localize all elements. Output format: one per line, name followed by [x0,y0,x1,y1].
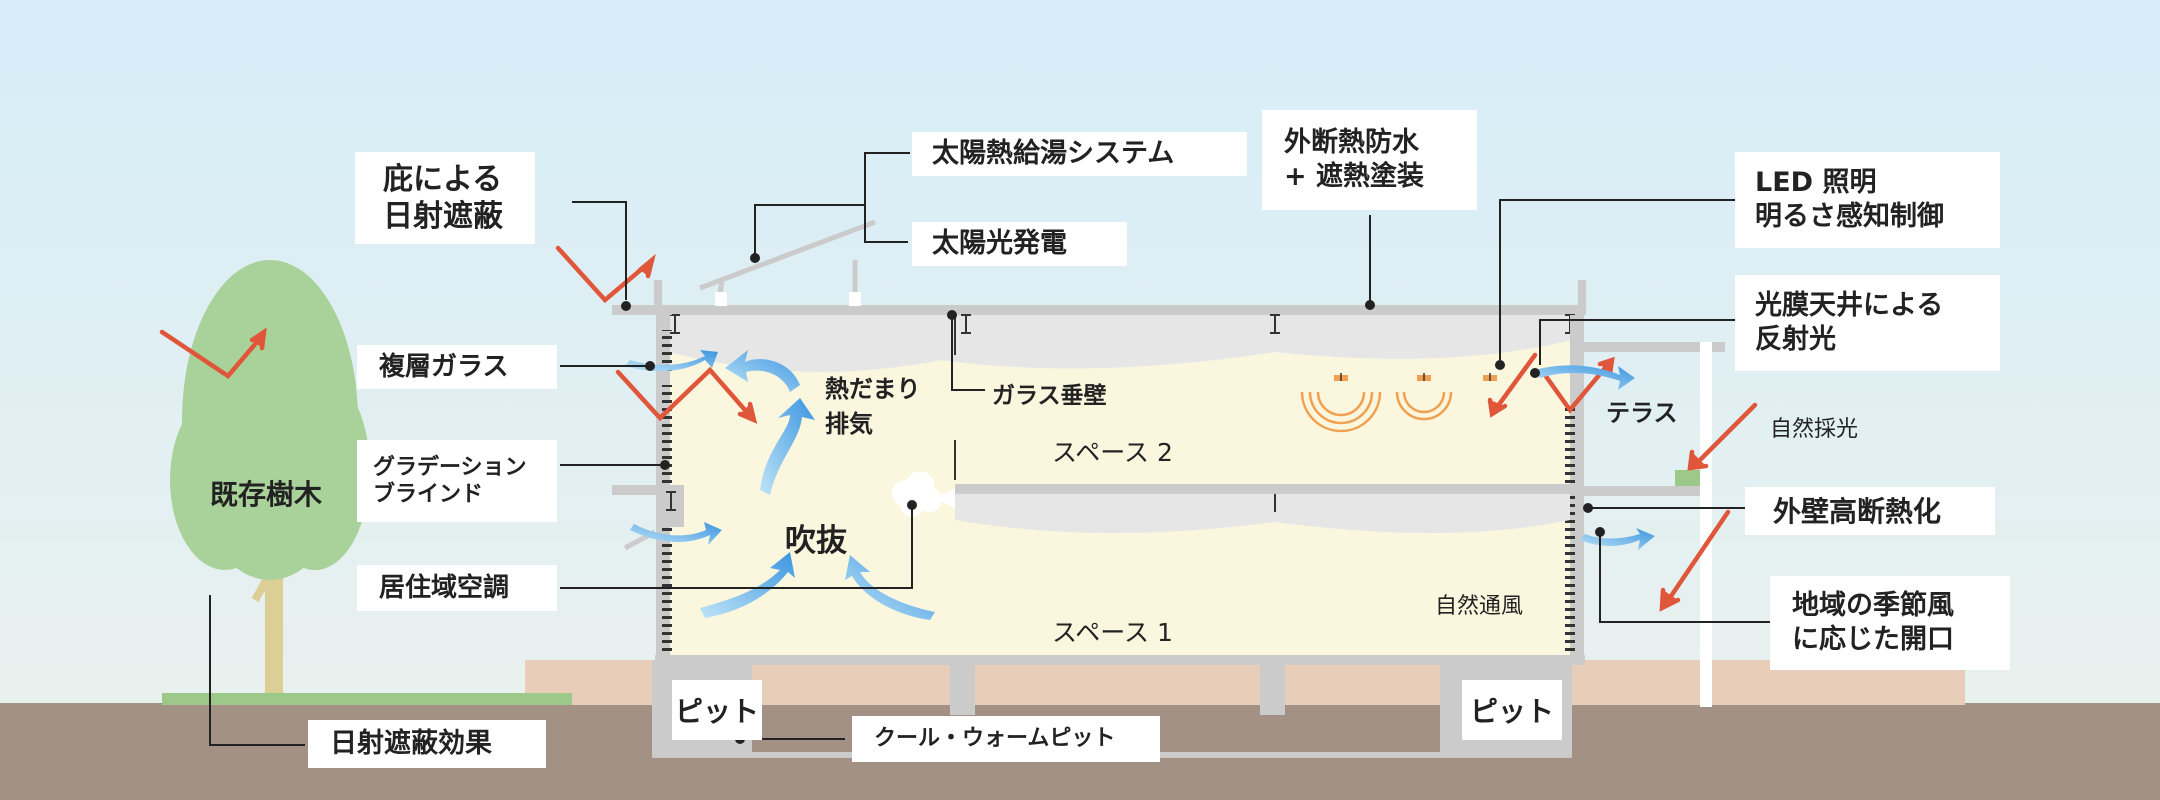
airflow-floor-left [700,552,795,618]
living-ac-label: 居住域空調 [357,565,557,611]
gradation-blind-line2: ブラインド [373,482,484,507]
gradation-blind-label: グラデーション ブラインド [357,440,557,522]
roof-parapet [654,280,662,315]
sun-ray-terrace-arrow [1542,359,1613,414]
cool-warm-pit-text: クール・ウォームピット [874,726,1116,752]
side-canopy [612,485,670,495]
light-membrane-ceiling [662,315,1572,372]
roof-vent-right [849,292,861,306]
terrace-column [1700,342,1712,707]
light-ceiling-label: 光膜天井による 反射光 [1735,275,2000,371]
solar-power-label: 太陽光発電 [912,222,1127,266]
patio [525,660,1965,705]
wall-insulation-label: 外壁高断熱化 [1745,487,1995,535]
space1-label: スペース 1 [1052,618,1173,647]
wall-insulation-text: 外壁高断熱化 [1773,494,1942,528]
gradation-blind-line1: グラデーション [373,454,527,480]
natural-light-arrow [1692,402,1758,468]
terrace-canopy [1570,342,1725,352]
airflow-side-left [630,522,722,545]
seasonal-wind-arrow [1662,509,1731,608]
grass [162,693,572,705]
pit-right-text: ピット [1469,695,1554,728]
light-ceiling-line1: 光膜天井による [1755,290,1944,322]
pit-left: ピット [672,680,762,740]
pit-left-text: ピット [674,695,759,728]
roof-vent-left [715,292,727,306]
space2-ceiling-under [955,494,1570,534]
airflow-heat-exhaust-2 [725,350,800,392]
space2-label: スペース 2 [1052,438,1173,467]
cool-warm-pit-label: クール・ウォームピット [852,716,1160,762]
pendant-lights [1300,373,1497,433]
seasonal-wind-line1: 地域の季節風 [1792,590,1954,622]
eaves-shading-label: 庇による 日射遮蔽 [355,152,535,244]
right-wall-ticks [1565,405,1575,655]
eaves-shading-label-line2: 日射遮蔽 [383,199,503,234]
led-lighting-line2: 明るさ感知制御 [1755,201,1944,232]
led-lighting-label: LED 照明 明るさ感知制御 [1735,152,2000,248]
double-glass-text: 複層ガラス [379,351,509,382]
exterior-insulation-line1: 外断熱防水 [1284,127,1419,159]
solar-hot-water-text: 太陽熱給湯システム [932,138,1175,170]
exterior-insulation-line2: + 遮熱塗装 [1284,161,1425,192]
shading-effect-text: 日射遮蔽効果 [330,728,492,760]
leader-dots [621,253,1605,744]
terrace-label: テラス [1606,399,1678,427]
roof-slab [612,305,1584,315]
sun-ray-eave-arrow [555,245,653,304]
light-ceiling-line2: 反射光 [1755,324,1836,355]
solar-power-text: 太陽光発電 [932,228,1067,260]
space2-floor [955,484,1575,494]
left-wall-glass-ticks [662,330,672,375]
shading-effect-label: 日射遮蔽効果 [308,720,546,768]
heat-exhaust-label: 熱だまり 排気 [825,372,921,442]
airflow-right-top [1535,365,1635,390]
existing-tree-label: 既存樹木 [210,478,323,511]
sun-ray-light-arrow [1492,352,1538,413]
solar-panel [699,219,876,296]
solar-hot-water-label: 太陽熱給湯システム [912,132,1247,176]
sun-ray-arrows [159,245,1758,612]
glass-wall-label: ガラス垂壁 [992,383,1107,409]
seasonal-wind-label: 地域の季節風 に応じた開口 [1770,576,2010,670]
exterior-insulation-label: 外断熱防水 + 遮熱塗装 [1262,110,1477,210]
eaves-shading-label-line1: 庇による [383,161,503,197]
pit-right: ピット [1462,680,1562,740]
sun-ray-tree-arrow [159,329,265,379]
living-ac-text: 居住域空調 [379,572,510,603]
existing-tree [170,260,370,705]
ground-floor-slab [655,655,1585,665]
leader-lines [209,152,1770,746]
eave-left [612,305,672,315]
double-glass-label: 複層ガラス [357,345,557,389]
airflow-floor-right [845,555,935,620]
heat-exhaust-line2: 排気 [825,409,873,438]
terrace-deck [1575,486,1700,496]
sun-ray-glass-arrow [615,366,755,422]
roof-parapet-right [1578,280,1586,315]
side-beam-mark [666,491,676,511]
atrium-label: 吹抜 [785,523,847,559]
seasonal-wind-line2: に応じた開口 [1792,624,1954,655]
terrace-planter [1675,470,1700,486]
heat-exhaust-line1: 熱だまり [825,375,921,403]
natural-light-label: 自然採光 [1770,417,1859,442]
natural-vent-label: 自然通風 [1435,594,1524,619]
airflow-heat-exhaust-1 [760,398,815,495]
air-outlet-icon [892,471,955,517]
led-lighting-line1: LED 照明 [1755,167,1877,199]
airflow-right-bottom [1580,528,1655,550]
